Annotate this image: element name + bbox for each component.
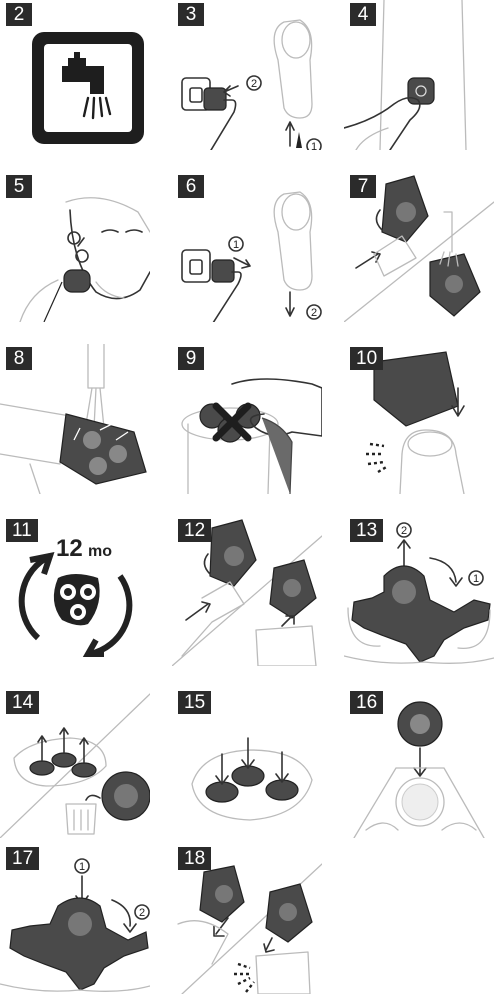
- step-number: 16: [350, 691, 383, 714]
- callout-number: 2: [139, 907, 145, 919]
- step-3: 3 2 1: [172, 0, 322, 150]
- callout-number: 2: [311, 307, 317, 319]
- step-8: 8: [0, 344, 150, 494]
- step-number: 12: [178, 519, 211, 542]
- step-13: 13 2 1: [344, 516, 494, 666]
- period-unit: mo: [88, 543, 112, 560]
- step-number: 6: [178, 175, 204, 198]
- step-18: 18: [172, 844, 322, 994]
- step-number: 11: [6, 519, 38, 542]
- step-2: 2: [0, 0, 150, 150]
- step-11: 11 12 mo: [0, 516, 150, 666]
- step-number: 8: [6, 347, 32, 370]
- step-number: 3: [178, 3, 204, 26]
- step-16: 16: [344, 688, 494, 838]
- step-14: 14: [0, 688, 150, 838]
- step-number: 2: [6, 3, 32, 26]
- step-number: 14: [6, 691, 39, 714]
- step-number: 9: [178, 347, 204, 370]
- step-15: 15: [172, 688, 322, 838]
- step-number: 4: [350, 3, 376, 26]
- step-number: 15: [178, 691, 211, 714]
- step-4: 4: [344, 0, 494, 150]
- step-6: 6 1 2: [172, 172, 322, 322]
- callout-number: 2: [251, 78, 257, 90]
- step-7: 7: [344, 172, 494, 322]
- step-5: 5: [0, 172, 150, 322]
- callout-number: 1: [79, 861, 85, 873]
- period-number: 12: [56, 535, 83, 562]
- callout-number: 1: [311, 141, 317, 150]
- step-number: 17: [6, 847, 39, 870]
- step-number: 7: [350, 175, 376, 198]
- callout-number: 1: [233, 239, 239, 251]
- step-12: 12: [172, 516, 322, 666]
- step-9: 9: [172, 344, 322, 494]
- step-10: 10: [344, 344, 494, 494]
- callout-number: 1: [473, 573, 479, 585]
- step-number: 10: [350, 347, 383, 370]
- step-17: 17 1 2: [0, 844, 150, 994]
- callout-number: 2: [401, 525, 407, 537]
- step-number: 5: [6, 175, 32, 198]
- step-number: 18: [178, 847, 211, 870]
- step-number: 13: [350, 519, 383, 542]
